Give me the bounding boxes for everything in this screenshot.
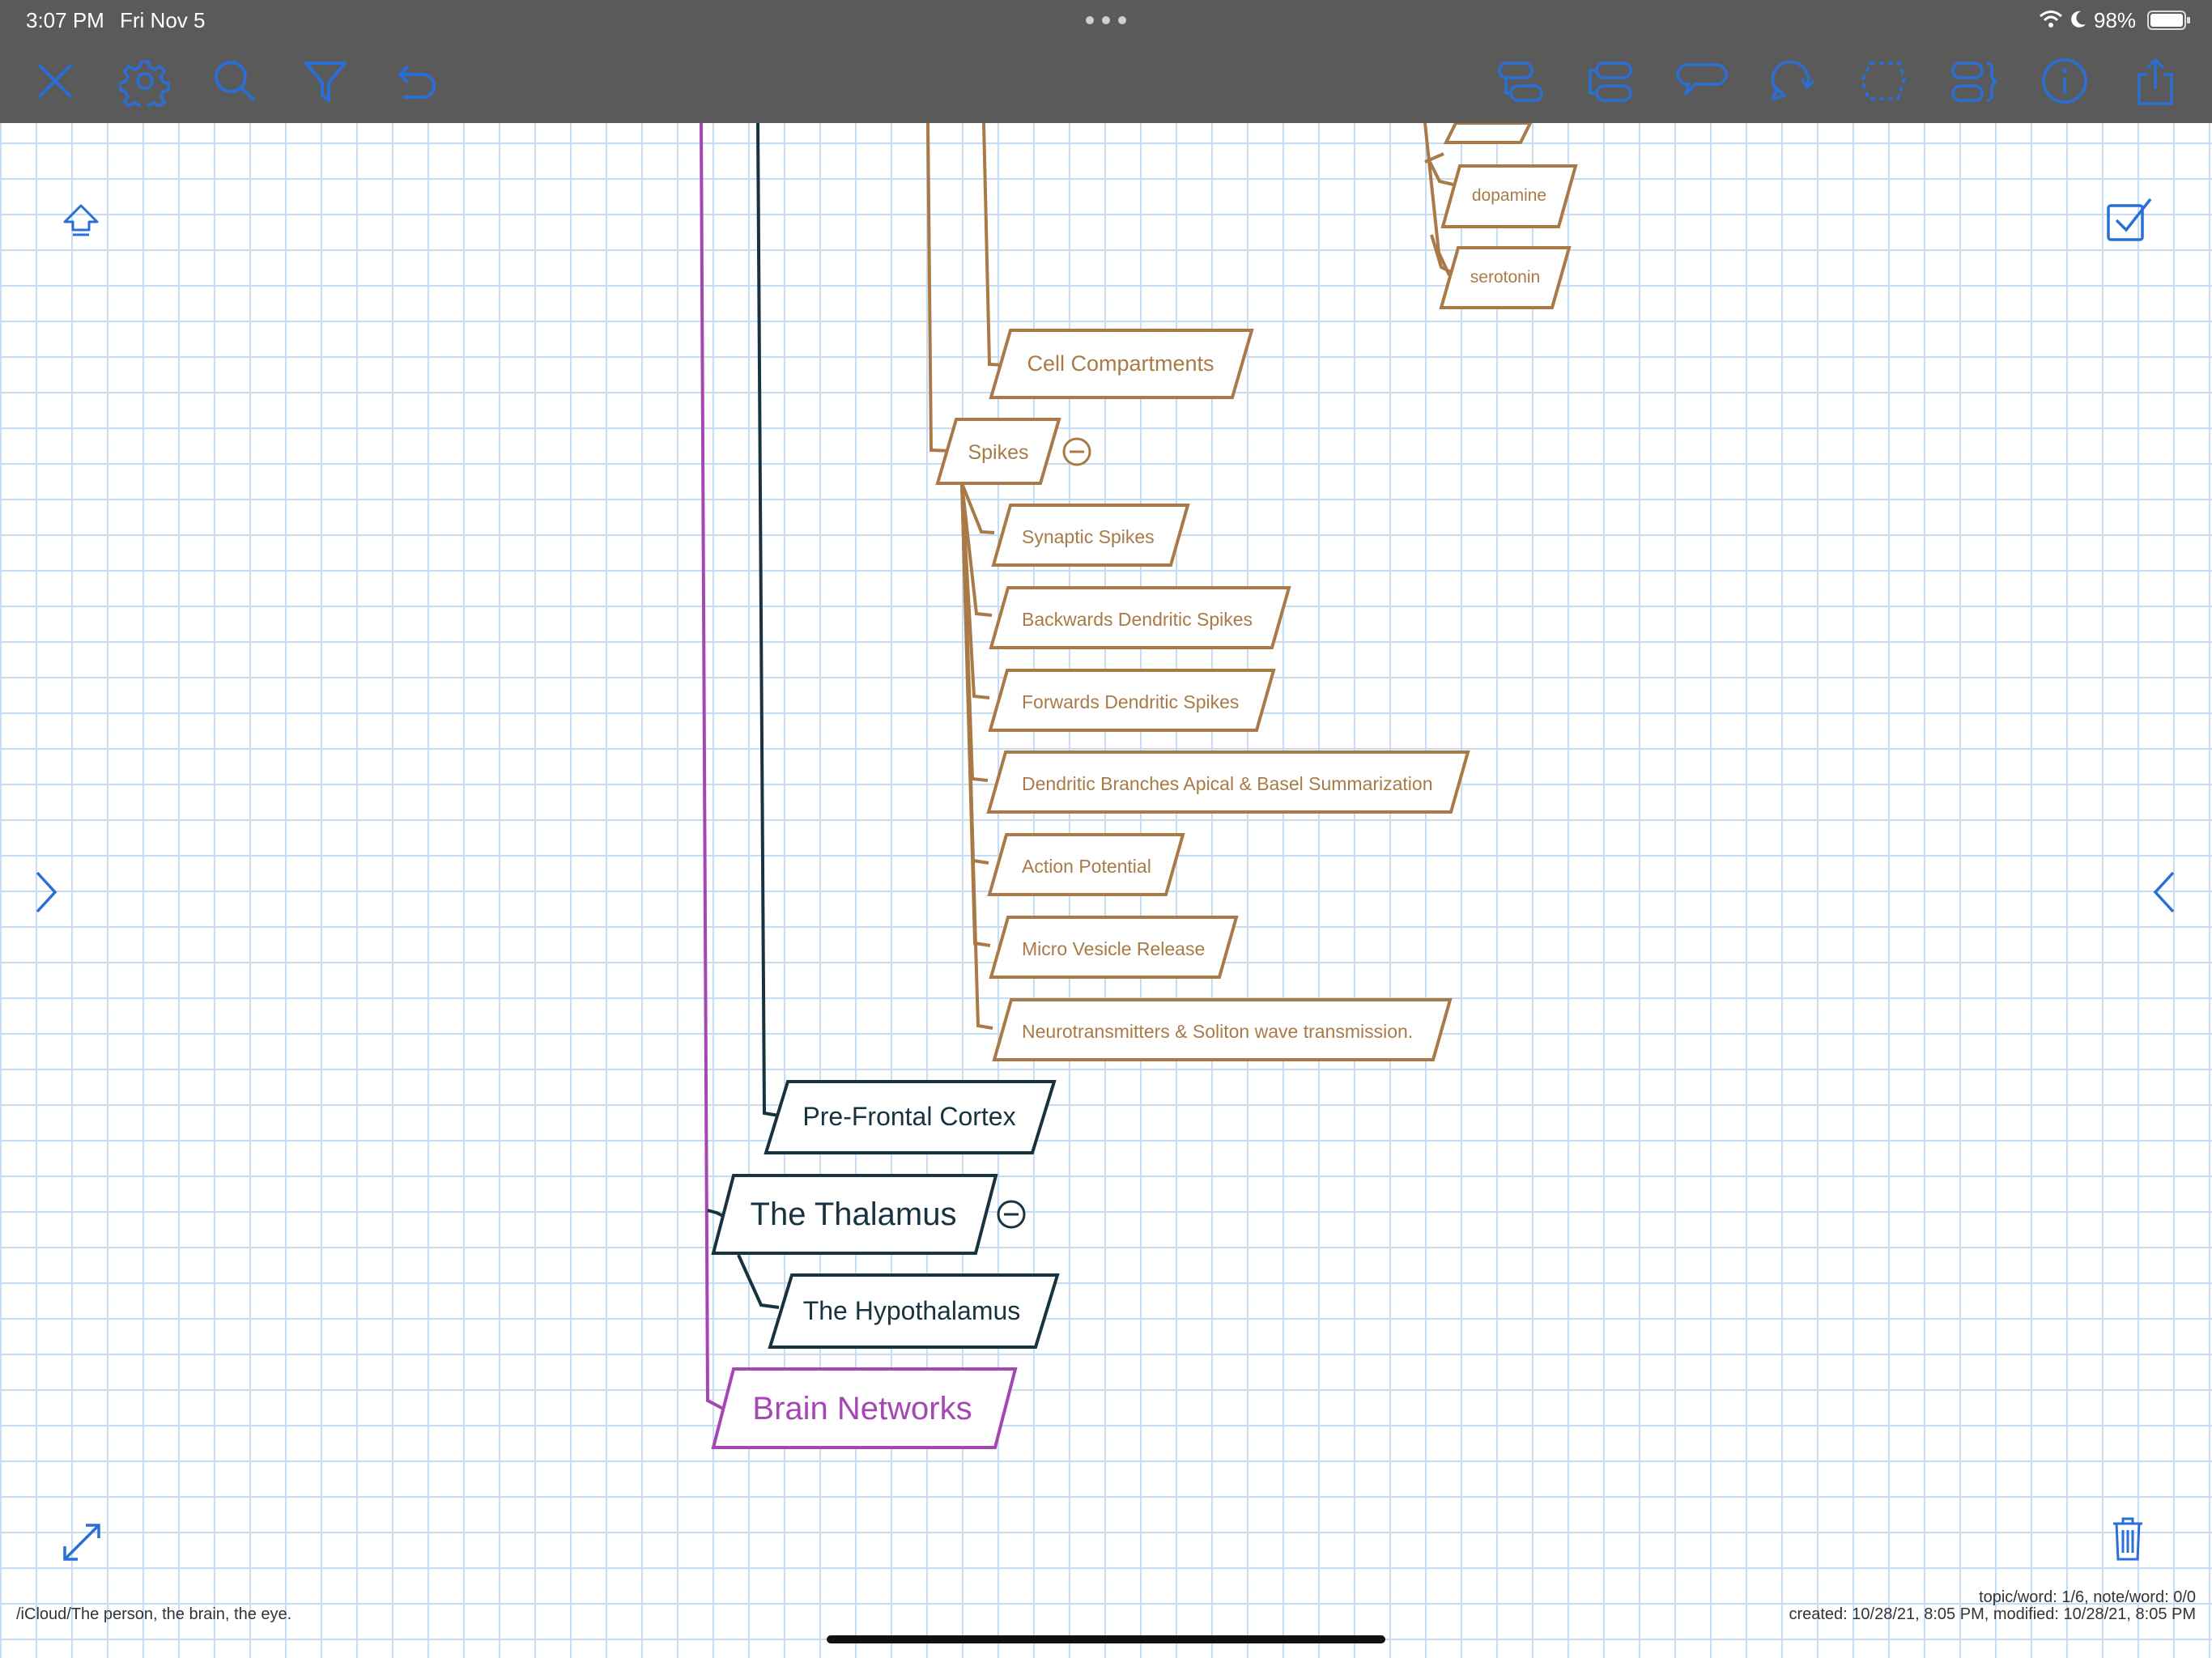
footer-file-path: /iCloud/The person, the brain, the eye.	[16, 1605, 292, 1623]
expand-right-panel-icon[interactable]	[2150, 868, 2178, 916]
undo-icon[interactable]	[390, 55, 442, 107]
topic-label: The Hypothalamus	[803, 1296, 1021, 1325]
topic-label: Micro Vesicle Release	[1022, 938, 1205, 959]
footer-dates: created: 10/28/21, 8:05 PM, modified: 10…	[1789, 1605, 2196, 1623]
topic-label: Synaptic Spikes	[1022, 526, 1155, 547]
home-indicator[interactable]	[827, 1635, 1385, 1643]
tan-branch-to-serotonin	[1430, 234, 1453, 274]
boundary-icon[interactable]	[1857, 55, 1909, 107]
battery-percent: 98%	[2094, 8, 2137, 32]
go-to-parent-icon[interactable]	[62, 202, 100, 240]
fullscreen-icon[interactable]	[60, 1520, 104, 1564]
topic-node-dopamine[interactable]: dopamine	[1440, 164, 1578, 228]
topic-label: Neurotransmitters & Soliton wave transmi…	[1022, 1021, 1413, 1042]
branch-connectors	[700, 122, 1454, 1410]
topic-node-cell-compartments[interactable]: Cell Compartments	[989, 329, 1254, 399]
dark-branch-to-thalamus	[707, 1209, 724, 1218]
footer-counts: topic/word: 1/6, note/word: 0/0	[1979, 1588, 2196, 1606]
topic-label: dopamine	[1472, 186, 1546, 205]
topic-label: Brain Networks	[752, 1391, 972, 1426]
checkbox-icon[interactable]	[2104, 194, 2154, 244]
info-icon[interactable]	[2039, 55, 2091, 107]
summary-icon[interactable]	[1948, 55, 2000, 107]
topic-label: Pre-Frontal Cortex	[802, 1102, 1015, 1131]
topic-node-prefrontal-cortex[interactable]: Pre-Frontal Cortex	[764, 1080, 1057, 1154]
topic-node-dendritic-branches[interactable]: Dendritic Branches Apical & Basel Summar…	[986, 750, 1470, 814]
topic-node-forwards-dendritic-spikes[interactable]: Forwards Dendritic Spikes	[988, 669, 1276, 732]
top-toolbar: 3:07 PM Fri Nov 5 98%	[0, 0, 2212, 123]
add-child-topic-icon[interactable]	[1495, 55, 1546, 107]
spikes-fan-lines	[960, 483, 995, 1030]
filter-icon[interactable]	[300, 55, 351, 107]
topic-node-neurotransmitters-soliton[interactable]: Neurotransmitters & Soliton wave transmi…	[992, 998, 1453, 1061]
topic-node-brain-networks[interactable]: Brain Networks	[711, 1367, 1018, 1449]
topic-label: serotonin	[1470, 268, 1540, 287]
collapse-minus-icon[interactable]	[997, 1200, 1026, 1229]
topic-node-synaptic-spikes[interactable]: Synaptic Spikes	[991, 504, 1190, 567]
topic-label: Spikes	[968, 441, 1028, 464]
topic-label: The Thalamus	[751, 1197, 957, 1232]
relationship-icon[interactable]	[1767, 55, 1819, 107]
topic-label: Forwards Dendritic Spikes	[1022, 691, 1239, 712]
purple-branch-line	[700, 122, 724, 1410]
topic-node-action-potential[interactable]: Action Potential	[987, 833, 1185, 896]
dark-branch-line	[756, 122, 780, 1117]
tan-branch-line-cell	[982, 122, 1006, 367]
close-icon[interactable]	[29, 55, 81, 107]
topic-label: Dendritic Branches Apical & Basel Summar…	[1022, 773, 1433, 794]
search-icon[interactable]	[209, 55, 261, 107]
trash-icon[interactable]	[2110, 1516, 2146, 1562]
tan-branch-line-spikes	[926, 122, 952, 453]
topic-label: Cell Compartments	[1027, 351, 1214, 376]
settings-gear-icon[interactable]	[119, 55, 171, 107]
share-icon[interactable]	[2129, 55, 2181, 107]
status-date: Fri Nov 5	[120, 8, 206, 32]
callout-icon[interactable]	[1676, 55, 1728, 107]
status-time: 3:07 PM	[26, 8, 104, 32]
topic-node-serotonin[interactable]: serotonin	[1439, 246, 1572, 309]
topic-node-spikes[interactable]: Spikes	[935, 418, 1061, 485]
moon-icon	[2069, 10, 2087, 33]
collapse-minus-icon[interactable]	[1062, 437, 1091, 466]
topic-node-backwards-dendritic-spikes[interactable]: Backwards Dendritic Spikes	[989, 586, 1291, 649]
more-dots-icon[interactable]	[1085, 15, 1127, 24]
thalamus-to-hypothalamus	[737, 1254, 780, 1309]
topic-node-thalamus[interactable]: The Thalamus	[711, 1174, 998, 1255]
expand-left-panel-icon[interactable]	[32, 868, 60, 916]
add-sibling-topic-icon[interactable]	[1585, 55, 1637, 107]
topic-node-partial[interactable]	[1443, 121, 1534, 144]
wifi-icon	[2039, 10, 2063, 33]
topic-label: Backwards Dendritic Spikes	[1022, 609, 1253, 630]
topic-node-micro-vesicle-release[interactable]: Micro Vesicle Release	[989, 916, 1239, 979]
topic-node-hypothalamus[interactable]: The Hypothalamus	[768, 1273, 1060, 1349]
tan-branch-to-dopamine	[1424, 152, 1454, 186]
topic-label: Action Potential	[1022, 856, 1151, 877]
battery-icon	[2147, 10, 2191, 35]
